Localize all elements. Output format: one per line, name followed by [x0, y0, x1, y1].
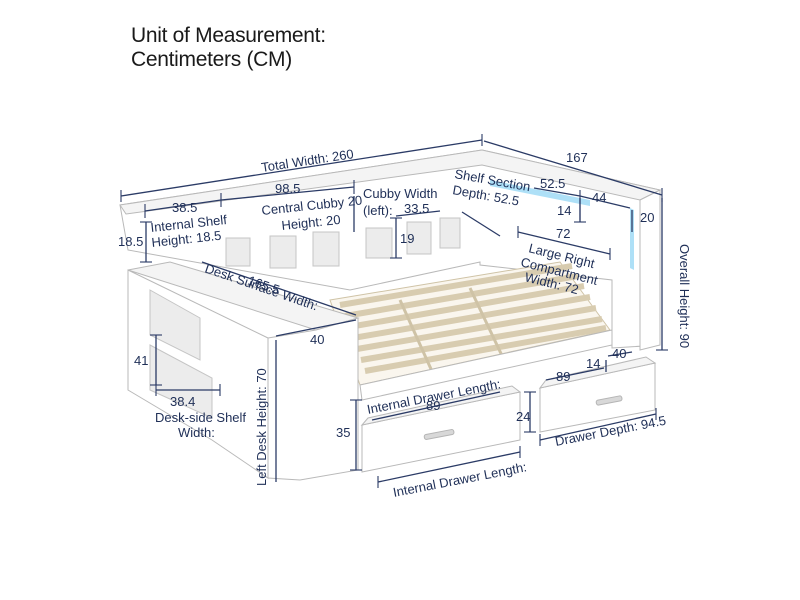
dim-drawer-internal-top — [371, 391, 501, 421]
label-drawer-40: 40 — [612, 346, 626, 361]
label-drawer-89-right: 89 — [556, 369, 570, 384]
dim-cubby-width — [395, 210, 441, 217]
label-total-width: Total Width: 260 — [260, 146, 354, 175]
dimension-lines — [120, 134, 668, 488]
slats — [339, 263, 607, 379]
label-desk-shelf-value: 38.4 — [170, 394, 195, 409]
dim-drawer-depth — [539, 413, 657, 441]
label-internal-drawer-bottom: Internal Drawer Length: — [392, 459, 528, 500]
label-cubby-left: (left): — [363, 203, 393, 218]
label-left-top: 38.5 — [172, 200, 197, 215]
dim-shelf-a — [533, 187, 581, 197]
led-strip-side — [630, 208, 634, 270]
shelf-opening-lower — [149, 344, 213, 419]
led-strip-top — [490, 180, 590, 206]
label-desk-shelf-2: Width: — [178, 425, 215, 440]
label-central-cubby-2: Height: 20 — [281, 212, 342, 233]
dim-compartment-72 — [517, 231, 611, 255]
label-drawer-35: 35 — [336, 425, 350, 440]
label-cubby-left-value: 33.5 — [404, 201, 429, 216]
label-shelf-b: 44 — [592, 190, 606, 205]
dim-drawer-right — [545, 367, 605, 381]
dim-central-top — [220, 186, 355, 201]
label-cubby-width: Cubby Width — [363, 186, 437, 201]
bed-rail — [359, 329, 613, 401]
label-cubby-19: 19 — [400, 231, 414, 246]
drawer-right-top — [538, 356, 657, 389]
dim-total-depth — [483, 140, 663, 196]
dim-shelf-b — [579, 195, 631, 209]
unit-subtitle: Centimeters (CM) — [131, 48, 292, 71]
label-drawer-14: 14 — [586, 356, 600, 371]
label-large-right-value: 72 — [556, 226, 570, 241]
right-side-panel — [639, 189, 661, 351]
label-drawer-89-left: 89 — [426, 398, 440, 413]
dim-left-top — [144, 199, 222, 212]
label-height-18-5: 18.5 — [118, 234, 143, 249]
drawer-left-handle — [423, 429, 455, 440]
label-desk-40: 40 — [310, 332, 324, 347]
label-overall-height: Overall Height: 90 — [677, 244, 692, 348]
label-desk-shelf-1: Desk-side Shelf — [155, 410, 246, 425]
drawer-right-handle — [595, 395, 623, 406]
label-central-top: 98.5 — [275, 181, 300, 196]
label-side-20: 20 — [640, 210, 654, 225]
label-drawer-24: 24 — [516, 409, 530, 424]
label-shelf-a: 52.5 — [540, 176, 565, 191]
label-internal-shelf-2: Height: 18.5 — [151, 228, 222, 250]
dim-total-width — [120, 139, 483, 197]
label-depth-total: 167 — [566, 150, 588, 165]
label-left-desk-height: Left Desk Height: 70 — [254, 368, 269, 486]
bed-frame-drawing — [119, 149, 662, 481]
shelf-opening-upper — [149, 289, 201, 361]
dim-drawer-internal-bottom — [377, 451, 521, 483]
dim-drawer-40 — [607, 351, 633, 357]
cubby-openings — [225, 217, 461, 269]
unit-title: Unit of Measurement: — [131, 24, 326, 47]
label-shelf-14: 14 — [557, 203, 571, 218]
dim-desk-40 — [275, 319, 357, 337]
label-shelf-41: 41 — [134, 353, 148, 368]
dim-shelf-depth — [461, 211, 501, 237]
dim-desk-surface — [201, 261, 357, 316]
